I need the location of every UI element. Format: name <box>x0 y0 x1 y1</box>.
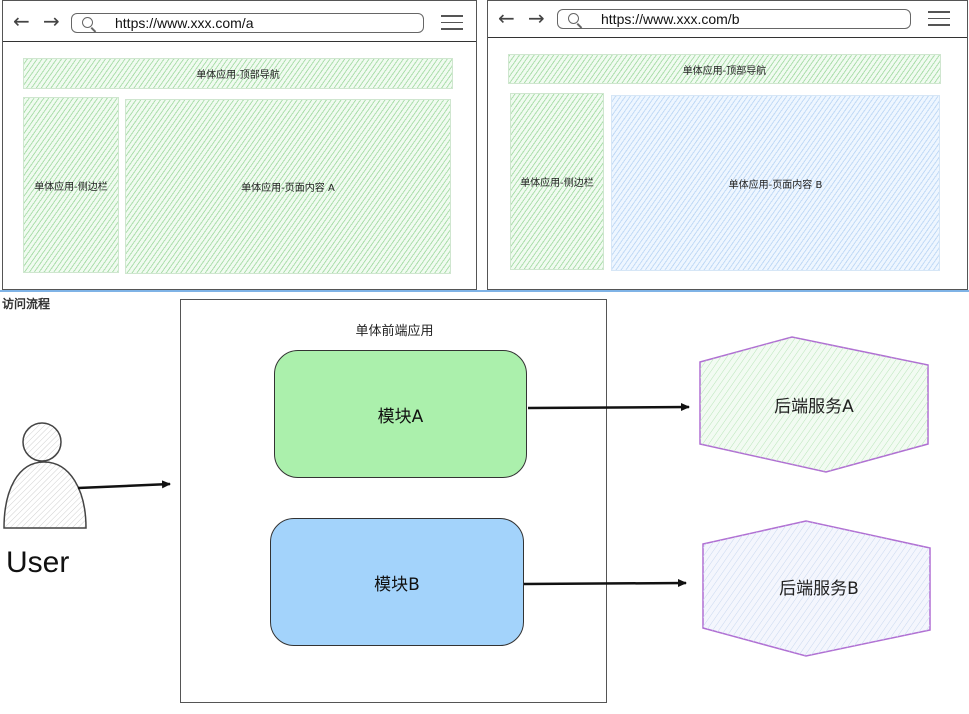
browser-toolbar: ← → https://www.xxx.com/a <box>3 1 476 42</box>
content-region: 单体应用-页面内容 B <box>611 95 940 271</box>
address-bar[interactable]: https://www.xxx.com/b <box>557 9 911 29</box>
module-b-label: 模块B <box>374 574 420 595</box>
hamburger-menu-icon[interactable] <box>928 11 950 31</box>
sidebar-label: 单体应用-侧边栏 <box>34 181 108 193</box>
backend-service-a: 后端服务A <box>699 336 929 473</box>
flow-title: 访问流程 <box>2 297 51 311</box>
back-arrow-icon[interactable]: ← <box>13 9 30 33</box>
top-nav-label: 单体应用-顶部导航 <box>196 70 280 81</box>
user-label: User <box>6 546 70 579</box>
arrow-module-a-to-service-a <box>527 403 690 412</box>
top-nav-label: 单体应用-顶部导航 <box>682 65 767 77</box>
top-nav-region: 单体应用-顶部导航 <box>508 54 941 84</box>
module-b: 模块B <box>270 518 524 646</box>
hamburger-menu-icon[interactable] <box>441 15 463 35</box>
sidebar-region: 单体应用-侧边栏 <box>510 93 604 270</box>
browser-toolbar: ← → https://www.xxx.com/b <box>488 1 967 38</box>
browser-window-a: ← → https://www.xxx.com/a 单体应用-顶部导航 单体应用… <box>2 0 477 290</box>
module-a: 模块A <box>274 350 527 478</box>
user-avatar-icon <box>3 422 87 529</box>
section-divider <box>0 290 969 292</box>
backend-service-b: 后端服务B <box>702 520 931 657</box>
arrow-module-b-to-service-b <box>523 579 687 588</box>
search-icon <box>568 13 579 24</box>
frontend-app-title: 单体前端应用 <box>355 324 434 339</box>
url-text: https://www.xxx.com/a <box>115 15 254 31</box>
content-region: 单体应用-页面内容 A <box>125 99 451 274</box>
url-text: https://www.xxx.com/b <box>601 11 740 27</box>
service-b-label: 后端服务B <box>779 579 859 599</box>
service-a-label: 后端服务A <box>774 397 854 417</box>
frontend-app-container: 单体前端应用 <box>180 299 607 703</box>
search-icon <box>82 17 93 28</box>
arrow-user-to-app <box>77 480 171 490</box>
address-bar[interactable]: https://www.xxx.com/a <box>71 13 424 33</box>
content-label: 单体应用-页面内容 B <box>728 179 823 191</box>
content-label: 单体应用-页面内容 A <box>241 183 335 194</box>
top-nav-region: 单体应用-顶部导航 <box>23 58 453 89</box>
sidebar-region: 单体应用-侧边栏 <box>23 97 119 273</box>
forward-arrow-icon[interactable]: → <box>43 9 60 33</box>
browser-window-b: ← → https://www.xxx.com/b 单体应用-顶部导航 单体应用… <box>487 0 968 290</box>
module-a-label: 模块A <box>377 406 424 427</box>
forward-arrow-icon[interactable]: → <box>528 6 545 30</box>
back-arrow-icon[interactable]: ← <box>498 6 515 30</box>
sidebar-label: 单体应用-侧边栏 <box>520 178 594 189</box>
